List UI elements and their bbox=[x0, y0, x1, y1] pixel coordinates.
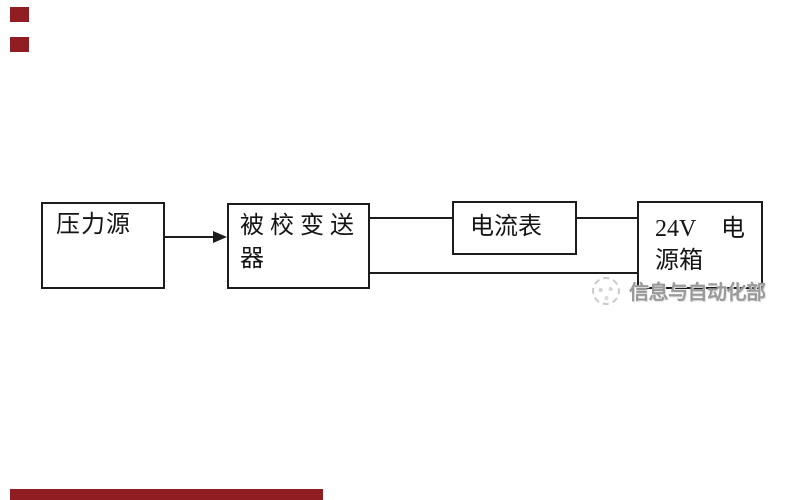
watermark-logo-icon bbox=[589, 273, 623, 308]
connector-transmitter-to-ammeter bbox=[370, 217, 452, 219]
watermark: 信息与自动化部 bbox=[589, 273, 766, 308]
box-transmitter-label-line1: 被校变送 bbox=[240, 213, 360, 239]
red-marker-top-2 bbox=[10, 37, 29, 52]
connector-pressure-to-transmitter bbox=[165, 236, 215, 238]
box-ammeter: 电流表 bbox=[452, 201, 577, 255]
red-footer-bar bbox=[10, 489, 323, 500]
box-power-supply-label-line2: 源箱 bbox=[655, 248, 703, 274]
watermark-text: 信息与自动化部 bbox=[629, 282, 766, 304]
arrowhead-icon bbox=[213, 231, 227, 243]
connector-transmitter-to-power bbox=[370, 272, 637, 274]
box-transmitter-label-line2: 器 bbox=[240, 246, 264, 272]
box-pressure-source: 压力源 bbox=[41, 202, 165, 289]
box-transmitter-under-test: 被校变送 器 bbox=[227, 203, 370, 289]
connector-ammeter-to-power bbox=[577, 217, 637, 219]
box-ammeter-label: 电流表 bbox=[470, 214, 542, 240]
box-power-supply-label-line1: 24V 电 bbox=[655, 216, 745, 242]
red-marker-top-1 bbox=[10, 7, 29, 22]
box-pressure-source-label: 压力源 bbox=[56, 212, 131, 238]
box-power-supply: 24V 电 源箱 bbox=[637, 201, 763, 289]
